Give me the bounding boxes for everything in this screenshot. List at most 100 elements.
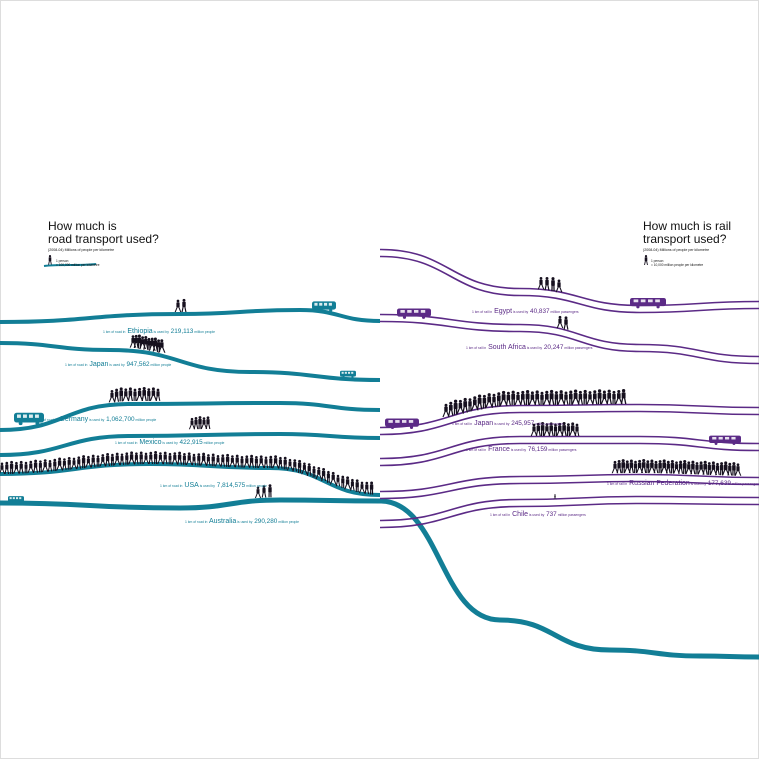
rail-label-chile-verb: is used by <box>528 513 545 517</box>
road-crowd-usa-person <box>168 452 172 465</box>
road-crowd-usa-person <box>214 454 222 467</box>
road-label-mexico: 1 km of road in Mexico is used by 422,91… <box>115 431 224 449</box>
rail-crowd-japan-person <box>554 391 559 405</box>
road-title: How much is road transport used? <box>48 219 159 246</box>
road-crowd-germany-person <box>147 388 151 401</box>
road-crowd-usa-person <box>99 454 107 467</box>
road-label-germany-prefix: 1 km of road in <box>35 418 58 422</box>
road-crowd-usa-person <box>191 453 197 466</box>
rail-crowd-japan-person <box>525 389 530 405</box>
rail-label-south-africa-value: 20,247 <box>542 344 564 351</box>
road-label-japan: 1 km of road in Japan is used by 947,562… <box>65 353 171 371</box>
rail-label-egypt-value: 40,837 <box>528 308 550 315</box>
rail-label-egypt: 1 km of rail in Egypt is used by 40,837 … <box>472 300 579 318</box>
rail-crowd-japan-person <box>482 394 487 409</box>
road-label-mexico-prefix: 1 km of road in <box>115 441 138 445</box>
road-crowd-usa-person <box>211 453 215 467</box>
road-crowd-usa-person <box>4 461 10 474</box>
road-crowd-usa-person <box>321 467 327 481</box>
rail-transport-layer <box>379 248 759 529</box>
rail-crowd-france-person <box>561 422 567 436</box>
rail-crowd-japan-person <box>577 390 583 405</box>
rail-train-egypt <box>630 297 666 309</box>
road-label-australia-unit: million people <box>277 520 300 524</box>
road-crowd-usa-person <box>254 456 258 468</box>
road-crowd-usa-person <box>286 458 294 471</box>
road-crowd-usa-person <box>278 456 283 469</box>
rail-label-chile-prefix: 1 km of rail in <box>490 513 511 517</box>
rail-crowd-japan-person <box>563 391 569 405</box>
rail-crowd-russian-federation-person <box>660 459 668 474</box>
road-crowd-japan-person <box>148 337 156 351</box>
road-crowd-usa-person <box>67 456 71 470</box>
road-crowd-usa-person <box>96 455 100 467</box>
rail-label-south-africa-unit: million passengers <box>563 346 593 350</box>
road-crowd-usa-person <box>0 462 6 474</box>
road-line-mexico <box>0 431 381 457</box>
rail-title: How much is rail transport used? <box>643 219 732 246</box>
rail-crowd-japan-person <box>511 390 516 406</box>
road-crowd-usa-person <box>33 459 39 473</box>
rail-crowd-south-africa-person <box>556 315 564 329</box>
rail-crowd-russian-federation-person <box>727 462 733 476</box>
rail-legend-icon <box>644 255 648 265</box>
rail-crowd-japan-person <box>568 390 573 405</box>
rail-label-japan: 1 km of rail in Japan is used by 245,957… <box>452 412 563 430</box>
rail-subtitle: (2008-04) Millions of people per kilomet… <box>643 248 710 252</box>
road-crowd-usa-person <box>162 451 168 465</box>
road-crowd-usa-person <box>85 455 92 468</box>
road-label-ethiopia-verb: is used by <box>152 330 169 334</box>
rail-crowd-russian-federation-person <box>646 460 650 474</box>
rail-crowd-japan-person <box>462 397 468 413</box>
rail-label-egypt-verb: is used by <box>512 310 529 314</box>
rail-crowd-japan-person <box>476 394 483 410</box>
rail-crowd-russian-federation-person <box>665 460 671 474</box>
road-crowd-usa-person <box>9 460 14 474</box>
road-label-usa-value: 7,814,575 <box>215 482 246 489</box>
road-header: How much is road transport used? (2008-0… <box>48 219 159 268</box>
road-crowd-usa-person <box>185 452 193 466</box>
rail-label-chile: 1 km of rail in Chile is used by 737 mil… <box>490 503 586 521</box>
rail-crowd-japan-person <box>592 390 598 405</box>
road-crowd-usa-person <box>142 452 150 465</box>
road-crowd-usa-person <box>312 466 316 478</box>
road-crowd-usa-person <box>350 478 355 491</box>
road-crowd-usa-person <box>171 452 179 465</box>
rail-crowd-russian-federation-person <box>682 459 687 474</box>
road-crowd-usa-person <box>263 456 269 468</box>
road-bus-ethiopia <box>312 301 336 312</box>
rail-crowd-south-africa <box>556 315 569 330</box>
road-line-japan <box>0 341 381 382</box>
road-label-japan-prefix: 1 km of road in <box>65 363 88 367</box>
rail-crowd-russian-federation-person <box>695 462 699 475</box>
rail-crowd-egypt <box>537 277 563 293</box>
rail-label-egypt-unit: million passengers <box>549 310 579 314</box>
road-crowd-usa-person <box>113 452 121 466</box>
road-crowd-japan <box>129 334 166 353</box>
road-label-ethiopia-unit: million people <box>193 330 215 334</box>
rail-train-france <box>709 435 741 445</box>
rail-crowd-russian-federation-person <box>709 461 718 476</box>
rail-train-egypt-left <box>397 308 431 319</box>
rail-crowd-france-person <box>548 422 554 436</box>
rail-crowd-russian-federation-person <box>641 459 647 474</box>
rail-crowd-russian-federation-person <box>715 462 720 476</box>
rail-label-egypt-prefix: 1 km of rail in <box>472 310 493 314</box>
rail-label-russian-federation-value: 177,639 <box>706 480 731 487</box>
road-label-mexico-verb: is used by <box>161 441 178 445</box>
road-crowd-usa-person <box>27 460 35 473</box>
rail-crowd-russian-federation-person <box>628 459 634 474</box>
rail-crowd-japan-person <box>453 399 458 415</box>
rail-crowd-russian-federation-person <box>670 459 675 474</box>
rail-label-russian-federation-unit: million passengers <box>730 482 759 486</box>
road-crowd-mexico-person <box>200 417 208 430</box>
road-crowd-usa-person <box>153 451 158 465</box>
road-label-usa-unit: million people <box>245 484 267 488</box>
road-label-australia-prefix: 1 km of road in <box>185 520 208 524</box>
road-bus-germany <box>14 412 44 426</box>
road-label-usa-prefix: 1 km of road in <box>160 484 183 488</box>
rail-label-japan-prefix: 1 km of rail in <box>452 422 473 426</box>
rail-crowd-egypt-person <box>537 277 545 290</box>
road-subtitle: (2008-04) Millions of people per kilomet… <box>48 248 115 252</box>
road-crowd-mexico <box>188 416 211 430</box>
